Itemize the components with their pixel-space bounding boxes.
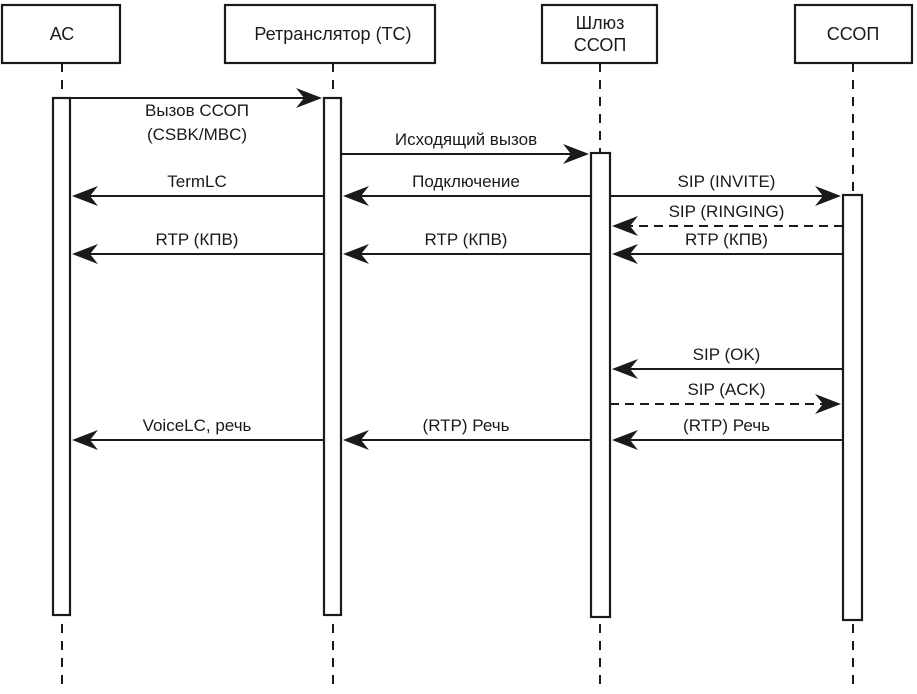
message-label: SIP (INVITE) <box>678 172 776 191</box>
arrow-right-icon <box>815 394 841 414</box>
message-label: RTP (КПВ) <box>425 230 508 249</box>
message-label: Исходящий вызов <box>395 130 537 149</box>
message-label: (RTP) Речь <box>423 416 510 435</box>
participant-box <box>223 3 437 65</box>
participant-box <box>540 3 659 65</box>
message-7: RTP (КПВ) <box>72 230 324 264</box>
message-label: Вызов ССОП <box>145 101 249 120</box>
arrow-right-icon <box>563 144 589 164</box>
message-13: (RTP) Речь <box>343 416 591 450</box>
activation-bar-pstn <box>841 193 864 622</box>
message-9: RTP (КПВ) <box>612 230 843 264</box>
arrow-left-icon <box>612 216 638 236</box>
message-5: SIP (INVITE) <box>610 172 841 206</box>
arrow-left-icon <box>343 430 369 450</box>
message-11: SIP (ACK) <box>610 380 841 414</box>
arrow-right-icon <box>296 88 322 108</box>
arrow-right-icon <box>815 186 841 206</box>
arrow-left-icon <box>612 359 638 379</box>
message-2: Исходящий вызов <box>341 130 589 164</box>
message-6: SIP (RINGING) <box>612 202 843 236</box>
participant-label: Ретранслятор (ТС) <box>254 24 411 44</box>
arrow-left-icon <box>343 244 369 264</box>
arrow-left-icon <box>612 244 638 264</box>
participant-pstn: ССОП <box>793 3 914 65</box>
message-label: Подключение <box>412 172 520 191</box>
activation-bar-relay <box>322 96 343 617</box>
arrow-left-icon <box>72 186 98 206</box>
message-label: VoiceLC, речь <box>143 416 252 435</box>
message-label: TermLC <box>167 172 227 191</box>
activation-bar-gateway <box>589 151 612 619</box>
participant-label: ССОП <box>574 35 627 55</box>
arrow-left-icon <box>72 244 98 264</box>
participant-label: Шлюз <box>576 13 625 33</box>
activation-bar-ac <box>51 96 72 617</box>
message-4: Подключение <box>343 172 591 206</box>
message-14: (RTP) Речь <box>612 416 843 450</box>
message-1: Вызов ССОП (CSBK/MBC) <box>70 88 322 144</box>
message-label: (CSBK/MBC) <box>147 125 247 144</box>
message-label: RTP (КПВ) <box>156 230 239 249</box>
participant-label: АС <box>50 24 75 44</box>
message-label: SIP (OK) <box>693 345 761 364</box>
participant-box <box>793 3 914 65</box>
message-label: RTP (КПВ) <box>685 230 768 249</box>
message-label: (RTP) Речь <box>683 416 770 435</box>
arrow-left-icon <box>343 186 369 206</box>
message-10: SIP (OK) <box>612 345 843 379</box>
arrow-left-icon <box>612 430 638 450</box>
message-label: SIP (ACK) <box>687 380 765 399</box>
message-label: SIP (RINGING) <box>669 202 785 221</box>
participant-label: ССОП <box>827 24 880 44</box>
message-12: VoiceLC, речь <box>72 416 324 450</box>
participant-ac: АС <box>0 3 122 65</box>
participant-relay: Ретранслятор (ТС) <box>223 3 437 65</box>
message-8: RTP (КПВ) <box>343 230 591 264</box>
participant-box <box>0 3 122 65</box>
message-3: TermLC <box>72 172 324 206</box>
arrow-left-icon <box>72 430 98 450</box>
